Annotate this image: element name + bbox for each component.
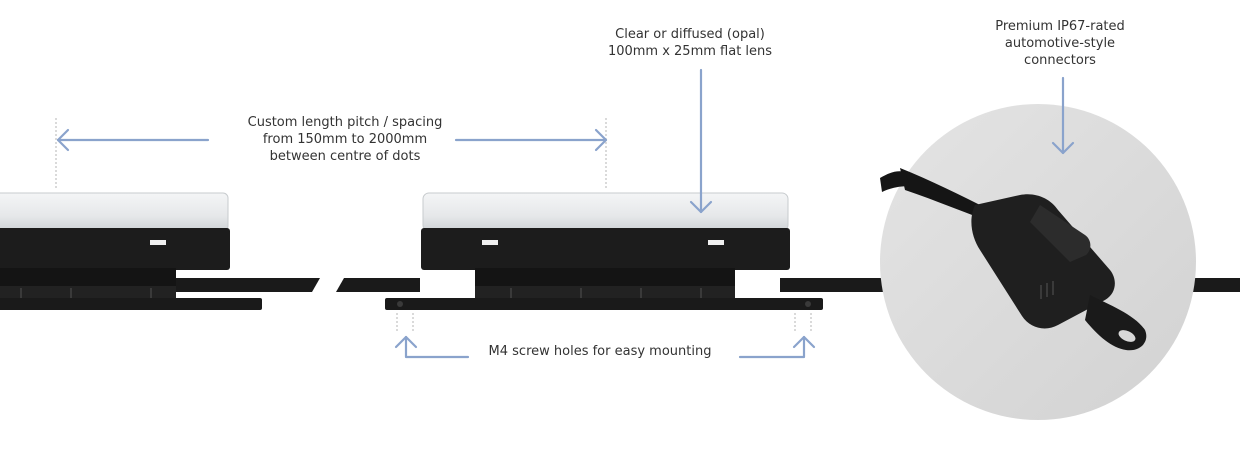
- connector-annotation-line: Premium IP67-rated: [995, 19, 1125, 34]
- connector-housing: [971, 194, 1115, 329]
- mounting-plate: [0, 298, 262, 310]
- pitch-annotation: Custom length pitch / spacing from 150mm…: [200, 114, 490, 165]
- lens-annotation-line: Clear or diffused (opal): [615, 27, 765, 42]
- pitch-annotation-line: Custom length pitch / spacing: [247, 115, 443, 130]
- screw-hole: [805, 301, 811, 307]
- lens-arrow: [689, 68, 713, 214]
- pitch-annotation-line: from 150mm to 2000mm: [262, 132, 428, 147]
- led-indicator: [708, 240, 724, 245]
- led-indicator: [482, 240, 498, 245]
- pitch-arrow-left: [56, 128, 210, 152]
- light-dot-center: [385, 192, 823, 310]
- flat-lens: [422, 192, 789, 232]
- led-indicator: [150, 240, 166, 245]
- connector-annotation-line: automotive-style: [1004, 36, 1116, 51]
- screw-arrow-left: [394, 335, 470, 359]
- connector-annotation: Premium IP67-rated automotive-style conn…: [960, 18, 1160, 69]
- mounting-plate: [385, 298, 823, 310]
- annotation-arrows: [56, 68, 1075, 359]
- screw-arrow-right: [738, 335, 816, 359]
- reference-lines: [55, 118, 812, 332]
- connector-annotation-line: connectors: [1024, 53, 1096, 68]
- pitch-arrow-right: [454, 128, 608, 152]
- connector-detail: [880, 104, 1196, 420]
- connector-arrow: [1051, 76, 1075, 155]
- lens-annotation: Clear or diffused (opal) 100mm x 25mm fl…: [565, 26, 815, 60]
- cable: [175, 278, 1240, 292]
- pitch-annotation-line: between centre of dots: [269, 149, 421, 164]
- light-dot-left: [0, 192, 262, 310]
- lens-annotation-line: 100mm x 25mm flat lens: [607, 44, 773, 59]
- screw-holes-annotation: M4 screw holes for easy mounting: [470, 343, 730, 360]
- screw-holes-annotation-line: M4 screw holes for easy mounting: [488, 344, 712, 359]
- screw-hole: [397, 301, 403, 307]
